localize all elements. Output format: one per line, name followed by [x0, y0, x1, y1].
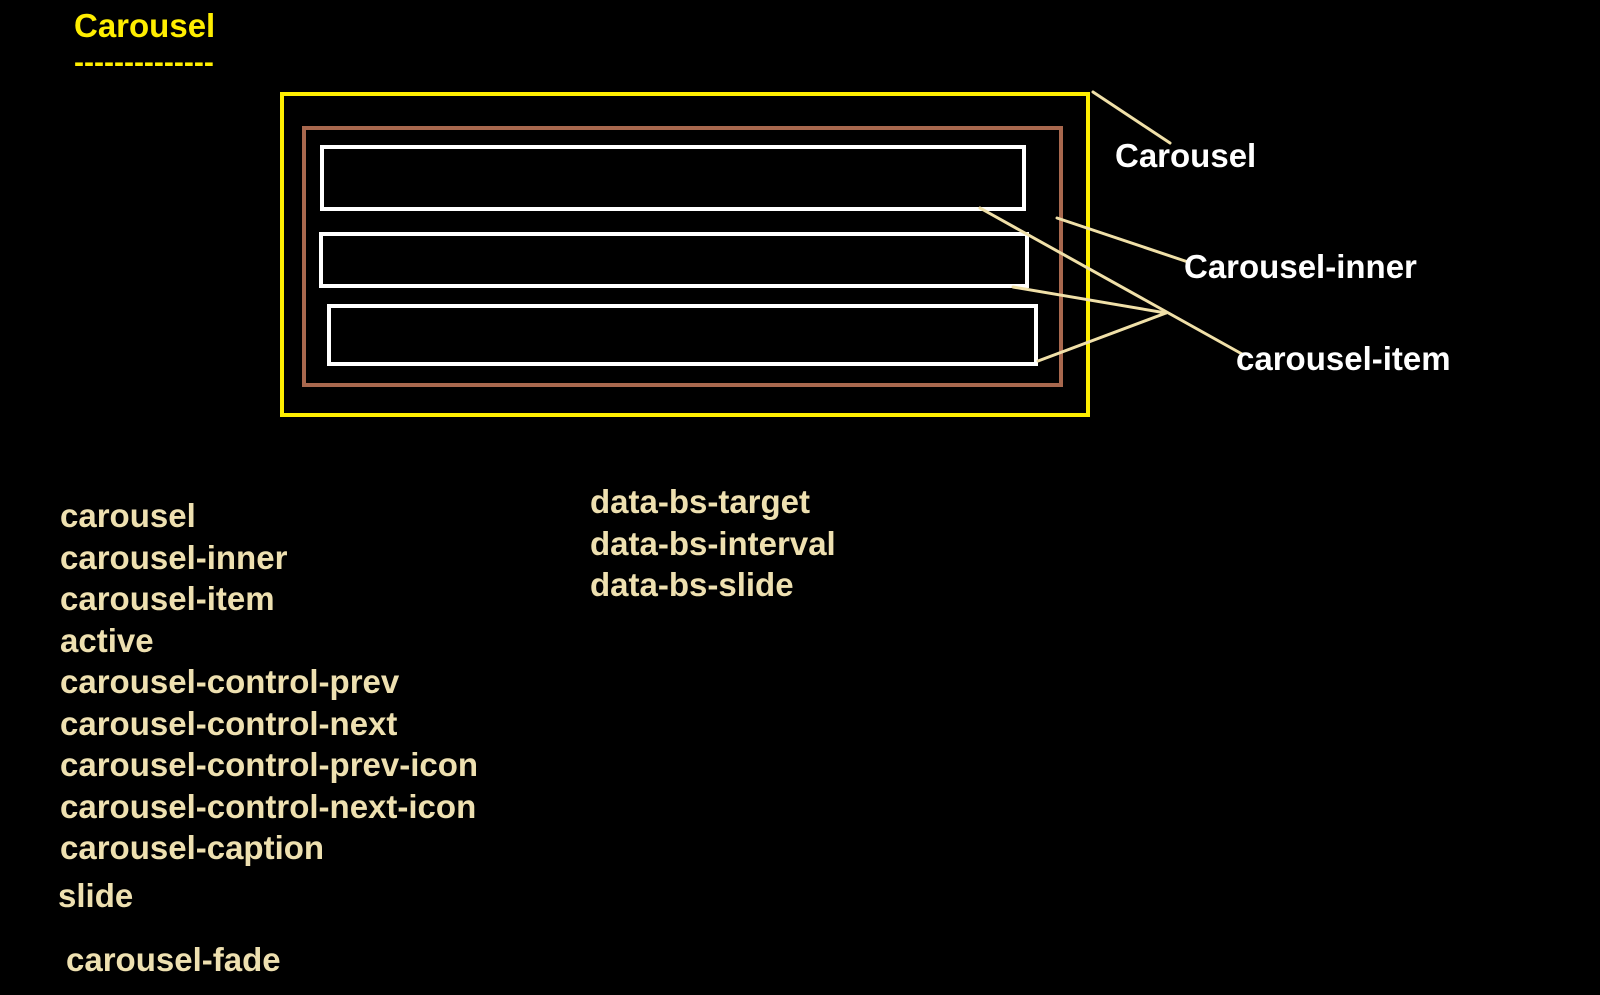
class-carousel-fade: carousel-fade	[66, 941, 281, 978]
connector-carousel-inner	[1055, 216, 1190, 264]
attribute-list-item: data-bs-slide	[590, 566, 794, 603]
carousel-inner-box	[302, 126, 1063, 387]
class-list-item: carousel-control-next	[60, 704, 398, 742]
carousel-item-box-1	[320, 145, 1026, 211]
label-carousel: Carousel	[1115, 137, 1257, 174]
connector-carousel-item-2	[1011, 285, 1168, 315]
class-list-item: active	[60, 621, 154, 659]
class-list-item: carousel-caption	[60, 829, 325, 866]
class-list-item: carousel-inner	[60, 538, 288, 576]
class-list-item: carousel	[60, 497, 196, 534]
class-slide: slide	[58, 877, 134, 914]
page-title: Carousel	[74, 7, 216, 44]
class-list-item: carousel-item	[60, 580, 275, 617]
connector-carousel-item-1	[978, 206, 1244, 356]
carousel-item-box-2	[319, 232, 1029, 288]
carousel-box	[280, 92, 1090, 417]
attribute-list-item: data-bs-target	[590, 483, 811, 520]
connector-carousel	[1091, 90, 1172, 145]
class-list-item: carousel-control-prev-icon	[60, 746, 479, 783]
label-carousel-item: carousel-item	[1236, 340, 1451, 377]
class-list-item: carousel-control-next-icon	[60, 787, 477, 825]
carousel-item-box-3	[327, 304, 1038, 366]
attribute-list-item: data-bs-interval	[590, 524, 836, 562]
class-list-item: carousel-control-prev	[60, 663, 400, 700]
title-underline: --------------	[74, 46, 214, 79]
attribute-list: data-bs-target data-bs-interval data-bs-…	[590, 481, 836, 606]
connector-carousel-item-3	[1036, 311, 1168, 363]
class-list: carousel carousel-inner carousel-item ac…	[60, 495, 478, 869]
label-carousel-inner: Carousel-inner	[1184, 248, 1417, 285]
